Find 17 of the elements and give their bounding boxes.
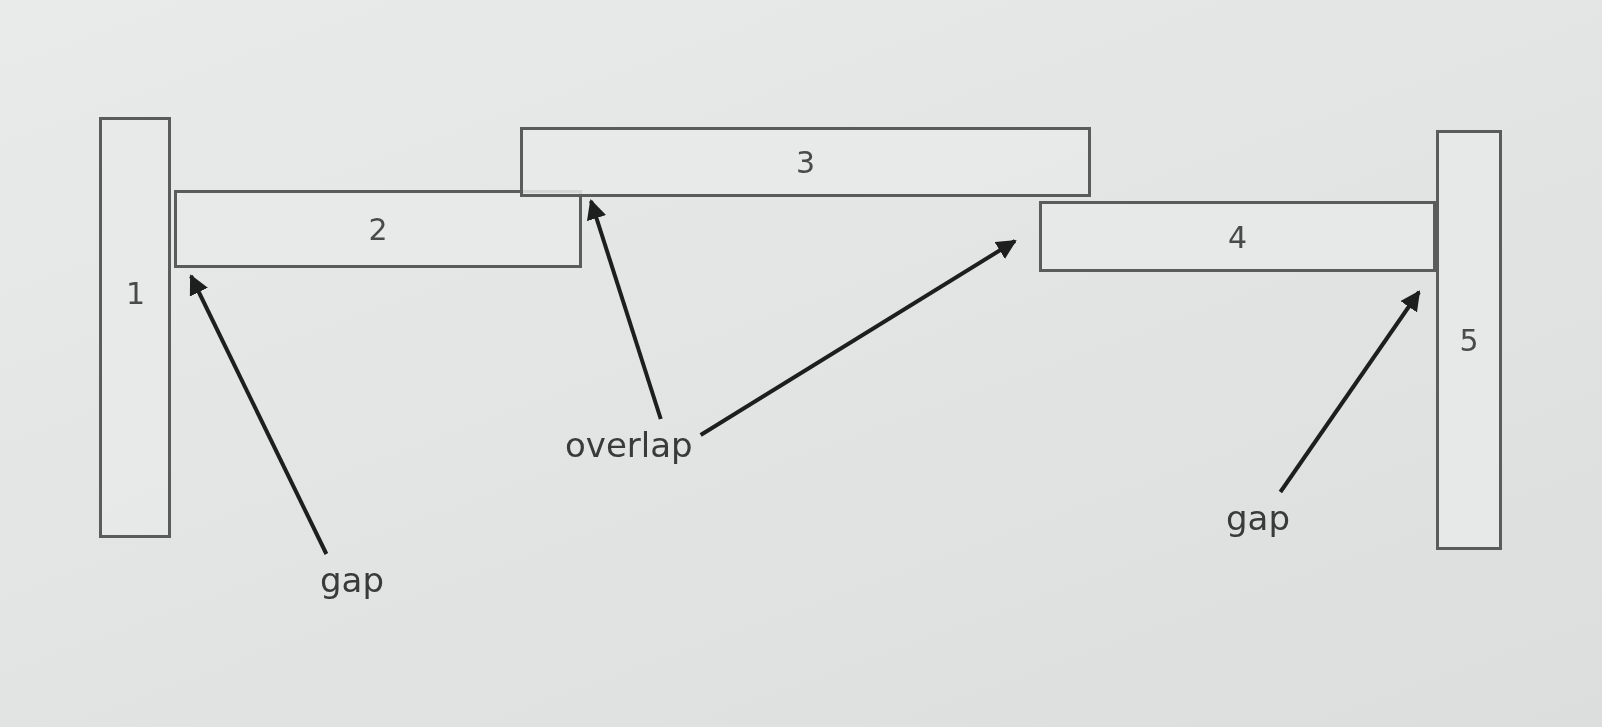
block-number: 1 xyxy=(126,275,146,311)
rectangle-block xyxy=(99,117,171,538)
leader-arrow xyxy=(586,199,663,420)
annotation-label: overlap xyxy=(565,425,693,465)
block-number: 4 xyxy=(1227,219,1248,254)
annotation-label: gap xyxy=(320,560,384,600)
rectangle-block xyxy=(520,127,1091,197)
rectangle-block xyxy=(174,190,582,268)
leader-arrow xyxy=(1278,290,1421,494)
leader-arrow xyxy=(189,274,329,555)
block-number: 5 xyxy=(1459,322,1479,358)
leader-arrow xyxy=(699,239,1017,437)
block-number: 3 xyxy=(795,144,816,180)
block-number: 2 xyxy=(368,211,388,247)
rectangle-block xyxy=(1436,130,1502,550)
annotation-label: gap xyxy=(1226,498,1290,538)
rectangle-block xyxy=(1039,201,1436,272)
